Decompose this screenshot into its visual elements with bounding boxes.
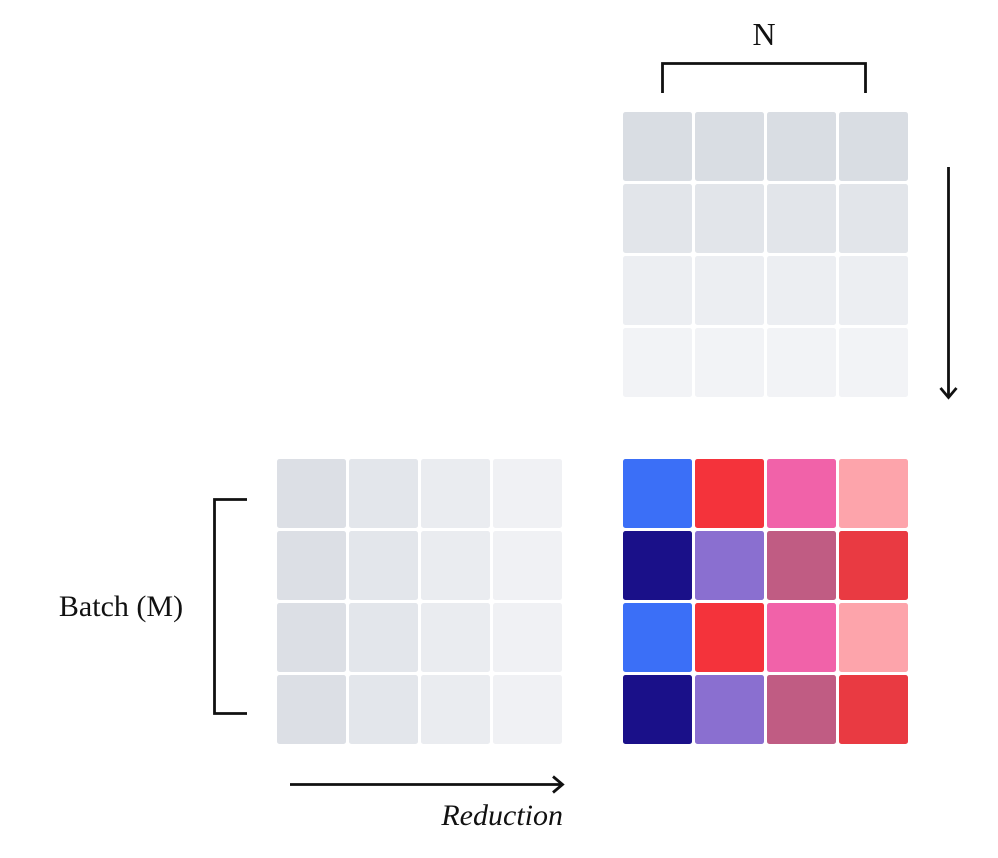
batch-m-bracket xyxy=(213,498,247,715)
output-matrix-cell xyxy=(767,459,836,528)
batch-m-label: Batch (M) xyxy=(58,590,184,623)
lhs-matrix-grid xyxy=(277,459,562,744)
lhs-matrix-cell xyxy=(349,603,418,672)
rhs-matrix-cell xyxy=(767,328,836,397)
output-matrix-cell xyxy=(623,531,692,600)
lhs-matrix-cell xyxy=(421,675,490,744)
rhs-matrix-cell xyxy=(767,184,836,253)
lhs-matrix-cell xyxy=(493,603,562,672)
lhs-matrix-cell xyxy=(277,531,346,600)
output-matrix-cell xyxy=(839,675,908,744)
lhs-matrix-cell xyxy=(493,459,562,528)
output-matrix-cell xyxy=(695,603,764,672)
rhs-matrix-cell xyxy=(623,256,692,325)
rhs-matrix-cell xyxy=(695,328,764,397)
rhs-matrix-cell xyxy=(839,112,908,181)
output-matrix-cell xyxy=(623,459,692,528)
column-traversal-down-arrow-icon xyxy=(939,167,958,400)
n-dimension-label: N xyxy=(752,16,776,52)
lhs-matrix-cell xyxy=(421,459,490,528)
reduction-label: Reduction xyxy=(441,799,563,832)
rhs-matrix-grid xyxy=(623,112,908,397)
output-matrix-cell xyxy=(767,675,836,744)
rhs-matrix-cell xyxy=(839,328,908,397)
lhs-matrix-cell xyxy=(349,675,418,744)
reduction-right-arrow-icon xyxy=(290,775,565,794)
output-matrix-cell xyxy=(839,459,908,528)
lhs-matrix-cell xyxy=(277,603,346,672)
lhs-matrix-cell xyxy=(349,531,418,600)
output-matrix-grid xyxy=(623,459,908,744)
output-matrix-cell xyxy=(695,531,764,600)
rhs-matrix-cell xyxy=(767,256,836,325)
n-dimension-bracket xyxy=(661,62,867,93)
lhs-matrix-cell xyxy=(421,603,490,672)
output-matrix-cell xyxy=(839,603,908,672)
output-matrix-cell xyxy=(695,675,764,744)
output-matrix-cell xyxy=(839,531,908,600)
lhs-matrix-cell xyxy=(493,531,562,600)
lhs-matrix-cell xyxy=(349,459,418,528)
output-matrix-cell xyxy=(623,675,692,744)
rhs-matrix-cell xyxy=(767,112,836,181)
output-matrix-cell xyxy=(623,603,692,672)
rhs-matrix-cell xyxy=(623,112,692,181)
rhs-matrix-cell xyxy=(839,184,908,253)
rhs-matrix-cell xyxy=(623,184,692,253)
lhs-matrix-cell xyxy=(277,675,346,744)
lhs-matrix-cell xyxy=(493,675,562,744)
rhs-matrix-cell xyxy=(695,112,764,181)
lhs-matrix-cell xyxy=(277,459,346,528)
rhs-matrix-cell xyxy=(839,256,908,325)
lhs-matrix-cell xyxy=(421,531,490,600)
rhs-matrix-cell xyxy=(695,256,764,325)
output-matrix-cell xyxy=(695,459,764,528)
rhs-matrix-cell xyxy=(695,184,764,253)
output-matrix-cell xyxy=(767,531,836,600)
rhs-matrix-cell xyxy=(623,328,692,397)
output-matrix-cell xyxy=(767,603,836,672)
